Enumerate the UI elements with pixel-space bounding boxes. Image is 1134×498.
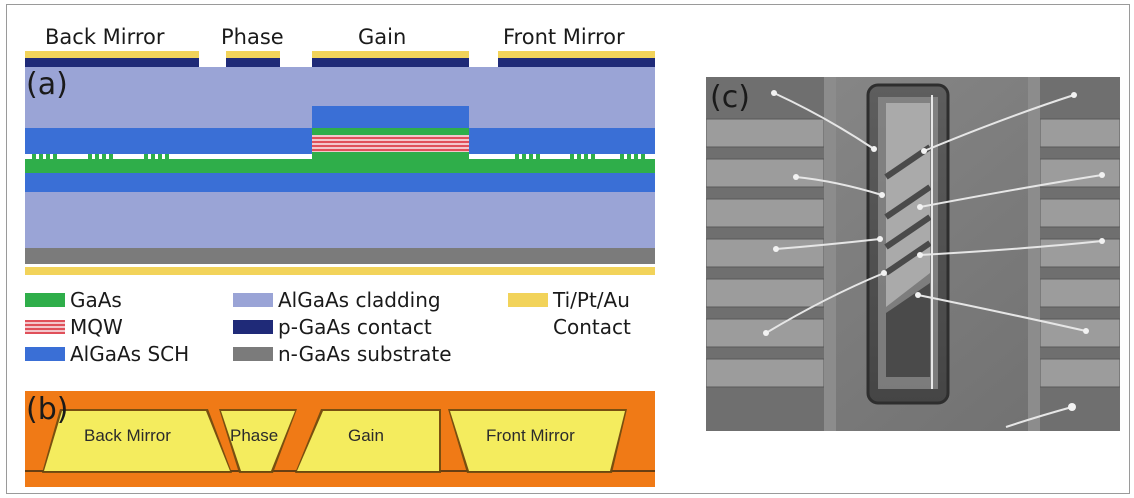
legend-swatch-metal: [508, 293, 548, 307]
legend-label-gaas: GaAs: [70, 288, 122, 312]
gold-bottom-contact: [25, 267, 655, 275]
laser-cross-section: [25, 51, 655, 275]
mask-label-front-mirror: Front Mirror: [486, 426, 575, 445]
legend-label-n-substrate: n-GaAs substrate: [278, 342, 452, 366]
legend-label-p-contact: p-GaAs contact: [278, 315, 432, 339]
legend-label-metal-line1: Ti/Pt/Au: [553, 288, 630, 312]
panel-b-label: (b): [26, 392, 69, 427]
right-bond-pads: [1039, 118, 1120, 388]
panel-a-label: (a): [26, 67, 68, 102]
lower-cladding: [25, 192, 655, 248]
figure-frame: [6, 4, 1130, 494]
p-contact-back-mirror: [25, 58, 199, 67]
trapezoid-front-mirror: [450, 411, 625, 471]
left-bond-pads: [706, 118, 825, 388]
gain-upper-sch: [312, 106, 469, 128]
p-contact-front-mirror: [498, 58, 655, 67]
grating-front-mirror: [515, 152, 645, 159]
contact-label-back-mirror: Back Mirror: [45, 25, 165, 49]
gold-contact-phase: [226, 51, 280, 58]
trapezoid-gain: [297, 411, 439, 471]
legend-swatch-gaas: [25, 293, 65, 307]
legend-swatch-cladding: [233, 293, 273, 307]
mqw-stripes: [312, 137, 469, 151]
legend-label-metal-line2: Contact: [553, 315, 631, 339]
contact-label-phase: Phase: [221, 25, 284, 49]
contact-label-gain: Gain: [358, 25, 407, 49]
gaas-waveguide: [25, 159, 655, 173]
bond-balls: [763, 90, 1105, 411]
legend-label-mqw: MQW: [70, 315, 123, 339]
grating-back-mirror: [32, 152, 169, 159]
contact-label-front-mirror: Front Mirror: [503, 25, 625, 49]
gold-contact-gain: [312, 51, 469, 58]
gold-contact-back-mirror: [25, 51, 199, 58]
legend-label-sch: AlGaAs SCH: [70, 342, 190, 366]
mqw-region: [312, 135, 469, 152]
lower-sch-layer: [25, 173, 655, 192]
panel-c-label: (c): [710, 80, 750, 115]
mask-label-phase: Phase: [230, 426, 279, 445]
mask-label-gain: Gain: [348, 426, 384, 445]
mask-label-back-mirror: Back Mirror: [84, 426, 171, 445]
sem-micrograph: [706, 77, 1120, 431]
n-substrate-layer: [25, 248, 655, 264]
p-contact-gain: [312, 58, 469, 67]
legend-swatch-mqw: [25, 320, 65, 334]
legend-swatch-n-substrate: [233, 347, 273, 361]
gain-gaas-layer: [312, 128, 469, 135]
p-contact-phase: [226, 58, 280, 67]
bond-wires: [765, 92, 1103, 428]
mask-layout: [25, 391, 655, 487]
legend-swatch-sch: [25, 347, 65, 361]
gold-contact-front-mirror: [498, 51, 655, 58]
trapezoid-phase: [221, 411, 295, 471]
legend-label-cladding: AlGaAs cladding: [278, 288, 441, 312]
legend-swatch-p-contact: [233, 320, 273, 334]
trapezoid-back-mirror: [44, 411, 230, 471]
